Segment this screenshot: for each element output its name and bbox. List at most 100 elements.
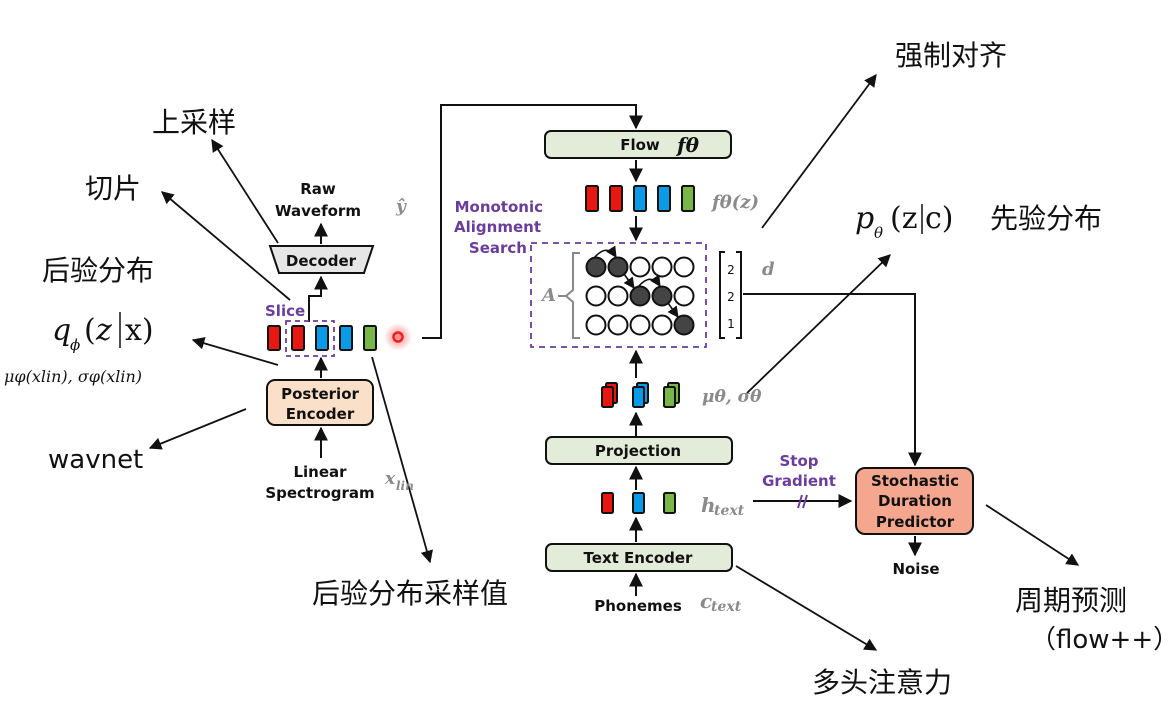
duration-vector: 2 2 1 xyxy=(719,251,742,339)
alignment-cell-filled xyxy=(629,285,651,307)
math-mu-sigma: μθ, σθ xyxy=(702,387,762,407)
alignment-cell-empty xyxy=(585,314,607,336)
label-gradient: Gradient xyxy=(762,472,836,490)
annotation-posterior: 后验分布 xyxy=(42,254,154,287)
matrix-brace xyxy=(564,252,580,339)
math-d: d xyxy=(762,259,775,280)
svg-text:text: text xyxy=(714,503,745,519)
connector-d-to-sdp xyxy=(743,293,922,467)
arrow-multihead-attention xyxy=(735,565,878,651)
annotation-posterior-sample: 后验分布采样值 xyxy=(312,577,508,610)
label-phonemes: Phonemes xyxy=(594,597,682,615)
arrow-prior xyxy=(746,254,891,394)
svg-text:x): x) xyxy=(125,313,154,348)
slice-box xyxy=(285,320,335,357)
arrow-duration-predict xyxy=(985,504,1080,566)
projection-block: Projection xyxy=(545,436,733,465)
latent-bar-red xyxy=(609,185,623,212)
label-linear: Linear xyxy=(293,463,347,481)
cursor-indicator xyxy=(392,331,404,343)
alignment-step-arrow xyxy=(637,274,661,288)
svg-text:h: h xyxy=(701,493,716,517)
svg-text:p: p xyxy=(855,201,874,236)
math-f-theta-z: fθ(z) xyxy=(710,192,759,213)
label-slice: Slice xyxy=(265,302,305,320)
svg-text:text: text xyxy=(711,599,742,615)
latent-bar-red xyxy=(585,185,599,212)
alignment-cell-empty xyxy=(629,314,651,336)
alignment-step-arrow xyxy=(623,273,635,289)
label-raw: Raw xyxy=(300,180,336,198)
annotation-slice: 切片 xyxy=(85,172,141,205)
label-waveform: Waveform xyxy=(275,202,361,220)
text-latents xyxy=(601,492,676,514)
posterior-encoder-block: Posterior Encoder xyxy=(266,379,374,426)
decoder-block: Decoder xyxy=(268,245,375,274)
flow-latents xyxy=(585,185,695,212)
prior-formula: p θ (z c) xyxy=(855,201,954,242)
latent-bar-red xyxy=(291,325,305,351)
posterior-params: μφ(xlin), σφ(xlin) xyxy=(4,367,142,386)
svg-text:c): c) xyxy=(925,201,954,236)
math-h-text: h text xyxy=(701,493,745,519)
svg-text:Projection: Projection xyxy=(595,442,681,460)
annotation-duration-predict-sub: （flow++） xyxy=(1030,625,1175,655)
connector-latent-to-flow xyxy=(422,104,643,339)
annotation-prior: 先验分布 xyxy=(990,202,1102,235)
alignment-cell-empty xyxy=(651,256,673,278)
svg-text:Encoder: Encoder xyxy=(286,405,355,423)
arrow-posterior xyxy=(191,337,279,366)
annotation-forced-alignment: 强制对齐 xyxy=(895,39,1007,72)
arrow-wavnet xyxy=(148,408,247,450)
svg-text:x: x xyxy=(384,469,396,489)
latent-bar-blue xyxy=(315,325,329,351)
alignment-cell-empty xyxy=(585,285,607,307)
alignment-cell-filled xyxy=(651,285,673,307)
svg-text:(z: (z xyxy=(890,201,918,236)
alignment-cell-empty xyxy=(673,285,695,307)
latent-bar-red xyxy=(601,492,614,514)
arrow-forced-alignment xyxy=(761,73,877,229)
svg-text:(: ( xyxy=(84,313,96,348)
duration-0: 2 xyxy=(727,263,735,277)
annotation-multihead-attention: 多头注意力 xyxy=(812,666,952,699)
alignment-cell-filled xyxy=(673,314,695,336)
alignment-cell-filled xyxy=(607,256,629,278)
svg-text:Stochastic: Stochastic xyxy=(871,472,959,490)
latent-bar-blue xyxy=(657,185,671,212)
label-stop: Stop xyxy=(779,452,818,470)
latent-bar-green xyxy=(663,492,676,514)
arrow-posterior-sample xyxy=(371,356,433,564)
latent-bar-red xyxy=(267,325,281,351)
math-y-hat: ŷ xyxy=(395,197,407,217)
alignment-cell-filled xyxy=(585,256,607,278)
latent-bar-blue xyxy=(632,386,645,408)
label-spectrogram: Spectrogram xyxy=(265,484,374,502)
label-noise: Noise xyxy=(892,560,939,578)
stochastic-duration-predictor-block: Stochastic Duration Predictor xyxy=(855,467,974,535)
stop-gradient-mark xyxy=(797,494,808,509)
text-encoder-block: Text Encoder xyxy=(545,543,733,572)
math-c-text: c text xyxy=(700,589,742,615)
cursor-glow xyxy=(384,323,412,351)
math-x-lin: x lin xyxy=(384,469,414,493)
label-monotonic: Monotonic xyxy=(455,198,543,216)
posterior-latents xyxy=(267,325,377,351)
math-A: A xyxy=(540,285,556,306)
latent-bar-blue xyxy=(633,185,647,212)
alignment-cell-empty xyxy=(629,256,651,278)
svg-text:Flow: Flow xyxy=(620,136,660,154)
svg-text:Decoder: Decoder xyxy=(286,252,357,270)
svg-text:z: z xyxy=(95,313,112,348)
alignment-step-arrow xyxy=(667,302,679,318)
alignment-cell-empty xyxy=(607,285,629,307)
svg-text:Predictor: Predictor xyxy=(876,513,955,531)
svg-text:q: q xyxy=(52,313,71,348)
svg-text:θ: θ xyxy=(874,224,883,242)
arrow-slice xyxy=(161,191,291,301)
svg-text:lin: lin xyxy=(396,479,414,493)
alignment-cell-empty xyxy=(607,314,629,336)
flow-block: Flow fθ xyxy=(544,130,732,159)
latent-bar-green xyxy=(363,325,377,351)
